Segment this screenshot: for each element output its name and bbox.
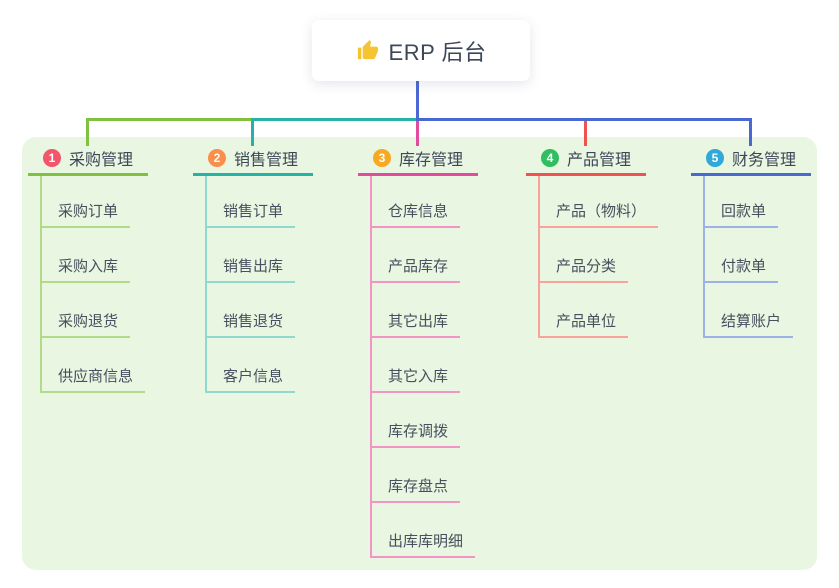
child-node[interactable]: 销售出库 [207, 257, 296, 283]
child-node[interactable]: 结算账户 [705, 312, 794, 338]
child-node-row: 付款单 [705, 228, 793, 283]
child-node[interactable]: 出库库明细 [372, 532, 476, 558]
branch-node-label: 库存管理 [398, 152, 463, 169]
child-node[interactable]: 供应商信息 [42, 367, 146, 393]
child-node-row: 采购订单 [42, 176, 145, 228]
child-node-row: 采购退货 [42, 283, 145, 338]
connector-bus-right-blue [416, 118, 752, 121]
branch-node-product[interactable]: 4 产品管理 [526, 143, 646, 176]
child-node[interactable]: 销售退货 [207, 312, 296, 338]
child-node[interactable]: 客户信息 [207, 367, 296, 393]
branch-column-inventory: 3 库存管理 仓库信息 产品库存 其它出库 其它入库 库存调拨 库存盘点 出库库… [358, 143, 478, 558]
branch-column-sales: 2 销售管理 销售订单 销售出库 销售退货 客户信息 [193, 143, 313, 393]
connector-drop-sales [251, 118, 254, 146]
child-node-row: 客户信息 [207, 338, 296, 393]
child-node-row: 采购入库 [42, 228, 145, 283]
child-node[interactable]: 库存调拨 [372, 422, 461, 448]
child-node-row: 库存盘点 [372, 448, 475, 503]
connector-drop-finance [749, 118, 752, 146]
branch-node-label: 采购管理 [68, 152, 133, 169]
child-node-row: 产品分类 [540, 228, 658, 283]
child-node[interactable]: 销售订单 [207, 202, 296, 228]
branch-children-product: 产品（物料） 产品分类 产品单位 [538, 176, 659, 338]
branch-column-finance: 5 财务管理 回款单 付款单 结算账户 [691, 143, 811, 338]
branch-column-product: 4 产品管理 产品（物料） 产品分类 产品单位 [526, 143, 659, 338]
child-node-row: 销售出库 [207, 228, 296, 283]
child-node[interactable]: 产品单位 [540, 312, 629, 338]
child-node-row: 产品（物料） [540, 176, 659, 228]
child-node-row: 销售退货 [207, 283, 296, 338]
branch-number-badge: 4 [540, 149, 559, 167]
branch-node-label: 财务管理 [731, 152, 796, 169]
child-node-row: 库存调拨 [372, 393, 475, 448]
branch-node-inventory[interactable]: 3 库存管理 [358, 143, 478, 176]
child-node-row: 其它入库 [372, 338, 475, 393]
child-node[interactable]: 仓库信息 [372, 202, 461, 228]
child-node-row: 仓库信息 [372, 176, 475, 228]
branch-node-procurement[interactable]: 1 采购管理 [28, 143, 148, 176]
branch-children-procurement: 采购订单 采购入库 采购退货 供应商信息 [40, 176, 146, 393]
child-node-row: 产品库存 [372, 228, 475, 283]
child-node-row: 出库库明细 [372, 503, 476, 558]
connector-drop-inventory [416, 118, 419, 146]
branch-number-badge: 3 [372, 149, 391, 167]
child-node[interactable]: 产品（物料） [540, 202, 659, 228]
thumbs-up-icon [356, 39, 379, 62]
child-node[interactable]: 付款单 [705, 257, 779, 283]
branch-children-inventory: 仓库信息 产品库存 其它出库 其它入库 库存调拨 库存盘点 出库库明细 [370, 176, 476, 558]
connector-bus-left-teal [251, 118, 418, 121]
child-node-row: 产品单位 [540, 283, 658, 338]
child-node-row: 供应商信息 [42, 338, 146, 393]
branch-node-sales[interactable]: 2 销售管理 [193, 143, 313, 176]
child-node[interactable]: 产品库存 [372, 257, 461, 283]
child-node-row: 结算账户 [705, 283, 794, 338]
branch-number-badge: 5 [705, 149, 724, 167]
child-node-row: 其它出库 [372, 283, 475, 338]
child-node[interactable]: 其它出库 [372, 312, 461, 338]
branch-column-procurement: 1 采购管理 采购订单 采购入库 采购退货 供应商信息 [28, 143, 148, 393]
branch-node-label: 销售管理 [233, 152, 298, 169]
child-node[interactable]: 产品分类 [540, 257, 629, 283]
child-node[interactable]: 其它入库 [372, 367, 461, 393]
child-node-row: 销售订单 [207, 176, 296, 228]
branch-number-badge: 2 [207, 149, 226, 167]
child-node[interactable]: 采购入库 [42, 257, 131, 283]
root-node-title: ERP 后台 [388, 39, 487, 65]
child-node[interactable]: 库存盘点 [372, 477, 461, 503]
child-node[interactable]: 采购订单 [42, 202, 131, 228]
branch-children-finance: 回款单 付款单 结算账户 [703, 176, 794, 338]
connector-root-stem [416, 80, 419, 119]
mindmap-canvas-panel [22, 137, 817, 570]
root-node[interactable]: ERP 后台 [312, 20, 530, 81]
child-node[interactable]: 采购退货 [42, 312, 131, 338]
child-node-row: 回款单 [705, 176, 793, 228]
connector-drop-procurement [86, 118, 89, 146]
child-node[interactable]: 回款单 [705, 202, 779, 228]
connector-drop-product [584, 118, 587, 146]
branch-node-label: 产品管理 [566, 152, 631, 169]
connector-bus-left-green [87, 118, 252, 121]
branch-number-badge: 1 [42, 149, 61, 167]
branch-node-finance[interactable]: 5 财务管理 [691, 143, 811, 176]
branch-children-sales: 销售订单 销售出库 销售退货 客户信息 [205, 176, 296, 393]
